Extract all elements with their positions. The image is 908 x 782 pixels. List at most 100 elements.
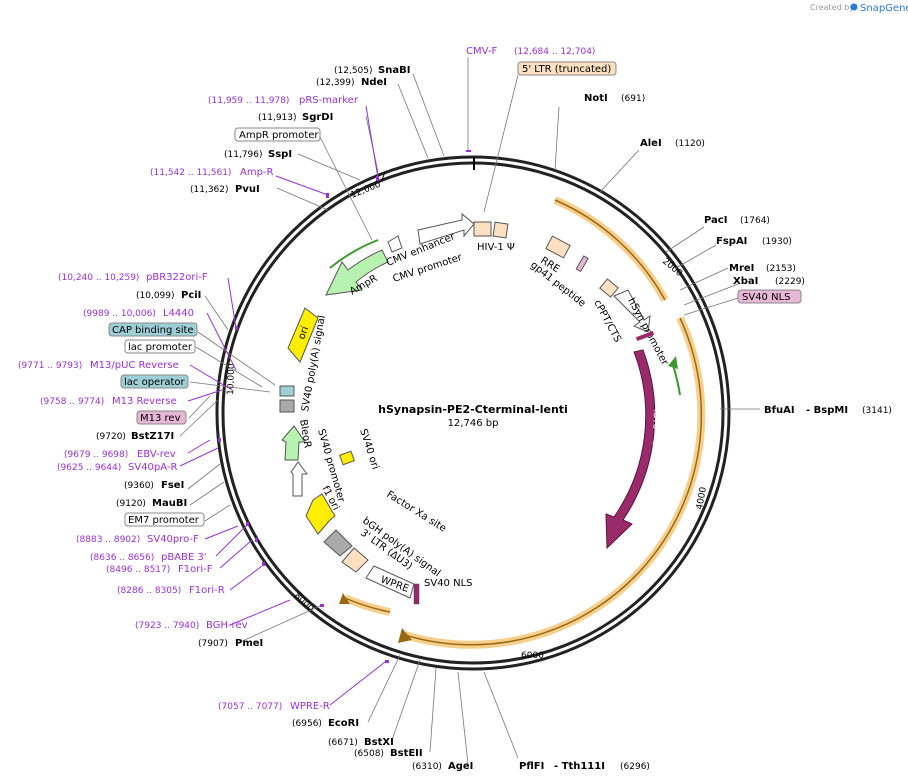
- sspi-name[interactable]: SspI: [268, 149, 292, 160]
- mrei-pos: (2153): [766, 264, 796, 274]
- xbai-pos: (2229): [775, 277, 805, 287]
- sgrdi-name[interactable]: SgrDI: [302, 112, 333, 123]
- primer-m13rev[interactable]: M13 Reverse: [112, 396, 177, 407]
- hiv-label: HIV-1 Ψ: [477, 242, 515, 253]
- primer-bgh[interactable]: BGH-rev: [206, 620, 248, 631]
- cap-box[interactable]: [108, 322, 198, 337]
- em7-label: EM7 promoter: [128, 515, 200, 526]
- pcii-pos: (10,099): [136, 291, 175, 301]
- tth111i-name[interactable]: - Tth111I: [554, 761, 605, 772]
- noti-name[interactable]: NotI: [584, 93, 608, 104]
- pmei-name[interactable]: PmeI: [235, 638, 263, 649]
- primer-f1orir-pos: (8286 .. 8305): [117, 586, 181, 596]
- primer-sv40pa[interactable]: SV40pA-R: [128, 462, 177, 473]
- ltr3-feature[interactable]: [341, 547, 369, 573]
- pcii-name[interactable]: PciI: [181, 290, 201, 301]
- agei-pos: (6310): [412, 762, 442, 772]
- hsyn-feature[interactable]: [613, 289, 651, 333]
- pflfi-name[interactable]: PflFI: [519, 761, 544, 772]
- snabi-name[interactable]: SnaBI: [378, 65, 410, 76]
- sv40-nls-box-label: SV40 NLS: [742, 292, 791, 303]
- ampr-promoter-label: AmpR promoter: [239, 130, 319, 141]
- arrow-head-2: [398, 628, 412, 643]
- primer-ampr[interactable]: Amp-R: [240, 167, 274, 178]
- cmv-enhancer-feature[interactable]: [417, 212, 475, 245]
- ltr-label: 5' LTR (truncated): [522, 64, 611, 75]
- cmv-promoter-feature[interactable]: [387, 235, 403, 253]
- primer-m13puc[interactable]: M13/pUC Reverse: [90, 360, 179, 371]
- alei-pos: (1120): [675, 139, 705, 149]
- paci-pos: (1764): [740, 216, 770, 226]
- bfuai-pos: (3141): [862, 406, 892, 416]
- primer-sv40pa-pos: (9625 .. 9644): [57, 463, 121, 473]
- fspai-name[interactable]: FspAI: [716, 236, 747, 247]
- tick-12000: [381, 171, 386, 181]
- arrow-head-3: [339, 593, 350, 604]
- ampr-promoter-box[interactable]: [234, 127, 321, 142]
- primer-pbr322[interactable]: pBR322ori-F: [146, 272, 208, 283]
- ampr-outer-arrow: [329, 239, 379, 269]
- f1-ori-feature[interactable]: [305, 493, 336, 535]
- primer-ebv-pos: (9679 .. 9698): [64, 450, 128, 460]
- primer-sv40pro[interactable]: SV40pro-F: [147, 534, 199, 545]
- ampr-feature[interactable]: [325, 249, 389, 296]
- primer-wpre[interactable]: WPRE-R: [290, 701, 330, 712]
- ndei-pos: (12,399): [316, 78, 355, 88]
- bfuai-name[interactable]: BfuAI: [764, 405, 795, 416]
- em7-box[interactable]: [124, 512, 205, 527]
- lac-operator-label: lac operator: [124, 377, 185, 388]
- ndei-name[interactable]: NdeI: [361, 77, 387, 88]
- bgh-feature[interactable]: [323, 529, 353, 557]
- lac-operator-label-box[interactable]: [120, 374, 189, 389]
- bstz17i-name[interactable]: BstZ17I: [131, 431, 174, 442]
- ltr-box[interactable]: [517, 61, 617, 76]
- m13rev-label-box[interactable]: [136, 410, 187, 425]
- primer-ebv[interactable]: EBV-rev: [137, 449, 176, 460]
- pmei-pos: (7907): [198, 639, 228, 649]
- sv40-nls-inner-mark: [635, 331, 655, 341]
- cppt-feature[interactable]: [599, 278, 619, 298]
- primer-prs-pos: (11,959 .. 11,978): [208, 96, 289, 106]
- xbai-name[interactable]: XbaI: [733, 276, 758, 287]
- fsei-name[interactable]: FseI: [161, 480, 184, 491]
- primer-prs[interactable]: pRS-marker: [299, 95, 359, 106]
- primer-wpre-pos: (7057 .. 7077): [218, 702, 282, 712]
- factor-xa-label: Factor Xa site: [384, 489, 448, 534]
- bleor-feature[interactable]: [281, 425, 306, 461]
- cas9-feature[interactable]: [605, 349, 656, 550]
- tick-label-12000: 12,000: [349, 180, 382, 201]
- primer-l4440-pos: (9989 .. 10,006): [83, 309, 156, 319]
- ecori-pos: (6956): [292, 719, 322, 729]
- primer-pbabe[interactable]: pBABE 3': [161, 552, 207, 563]
- primer-sv40pro-pos: (8883 .. 8902): [76, 535, 140, 545]
- bstxi-name[interactable]: BstXI: [364, 737, 394, 748]
- primer-f1orif[interactable]: F1ori-F: [178, 564, 213, 575]
- paci-name[interactable]: PacI: [704, 215, 727, 226]
- pvui-name[interactable]: PvuI: [235, 184, 260, 195]
- sv40-promoter-feature[interactable]: [290, 461, 308, 497]
- bleor-label: BleoR: [297, 419, 313, 449]
- rre-feature[interactable]: [545, 235, 571, 259]
- primer-f1orir[interactable]: F1ori-R: [189, 585, 225, 596]
- ori-feature[interactable]: [287, 307, 319, 363]
- sv40-ori-label: SV40 ori: [357, 428, 380, 471]
- agei-name[interactable]: AgeI: [448, 761, 473, 772]
- lac-promoter-box[interactable]: [124, 339, 196, 354]
- lac-operator-box: [279, 385, 295, 397]
- sv40-ori-feature[interactable]: [339, 450, 355, 466]
- maubi-name[interactable]: MauBI: [152, 498, 187, 509]
- tick-label-4000: 4000: [695, 486, 709, 511]
- cap-label: CAP binding site: [112, 325, 194, 336]
- primer-l4440[interactable]: L4440: [163, 308, 194, 319]
- bspmi-name[interactable]: - BspMI: [806, 405, 848, 416]
- ori-label: ori: [296, 325, 311, 341]
- ecori-name[interactable]: EcoRI: [328, 718, 359, 729]
- fspai-pos: (1930): [762, 237, 792, 247]
- tick-label-6000: 6000: [521, 651, 544, 661]
- alei-name[interactable]: AleI: [640, 138, 662, 149]
- bsteii-name[interactable]: BstEII: [390, 748, 423, 759]
- mrei-name[interactable]: MreI: [729, 263, 754, 274]
- sspi-pos: (11,796): [224, 150, 263, 160]
- sv40-nls-box[interactable]: [737, 289, 802, 304]
- primer-cmv-f[interactable]: CMV-F: [466, 46, 497, 57]
